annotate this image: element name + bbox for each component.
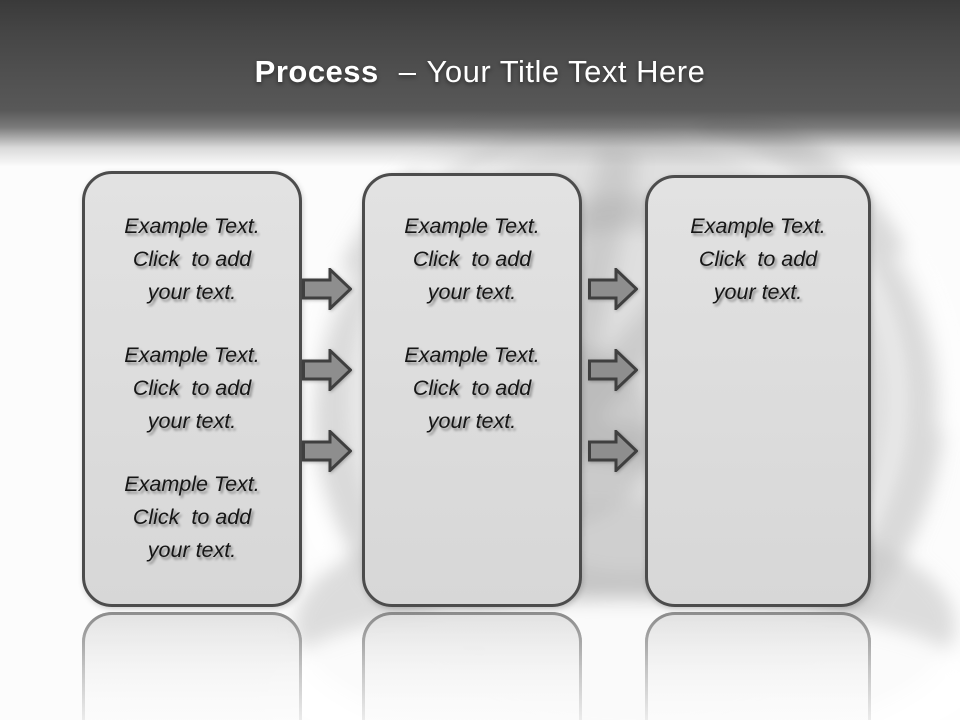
box-content: Example Text. Click to add your text. Ex… [365,176,579,438]
example-text-line: Click to add [132,505,252,529]
example-text-line: Example Text. [690,214,826,238]
example-text-line: Example Text. [404,343,540,367]
title-rest: Your Title Text Here [426,54,706,89]
box-content: Example Text. Click to add your text. [648,178,868,309]
text-placeholder[interactable]: Example Text. Click to add your text. [648,210,868,309]
example-text-line: Click to add [132,376,252,400]
example-text-line: Click to add [698,247,818,271]
example-text-line: Example Text. [124,343,260,367]
example-text-line: your text. [427,409,517,433]
header-band: Process – Your Title Text Here [0,0,960,172]
example-text-line: Example Text. [124,214,260,238]
title-emphasis: Process [254,54,379,89]
text-placeholder[interactable]: Example Text. Click to add your text. [365,339,579,438]
example-text-line: your text. [427,280,517,304]
box-reflection [82,612,302,720]
right-arrow-icon [302,430,352,472]
text-placeholder[interactable]: Example Text. Click to add your text. [85,210,299,309]
example-text-line: Click to add [412,247,532,271]
process-box-step-1[interactable]: Example Text. Click to add your text. Ex… [82,171,302,607]
text-placeholder[interactable]: Example Text. Click to add your text. [85,339,299,438]
page-title: Process – Your Title Text Here [0,54,960,90]
right-arrow-icon [302,349,352,391]
example-text-line: your text. [713,280,803,304]
box-content: Example Text. Click to add your text. Ex… [85,174,299,567]
example-text-line: Click to add [132,247,252,271]
example-text-line: your text. [147,409,237,433]
example-text-line: Example Text. [124,472,260,496]
box-reflection [645,612,871,720]
text-placeholder[interactable]: Example Text. Click to add your text. [85,468,299,567]
process-box-step-3[interactable]: Example Text. Click to add your text. [645,175,871,607]
right-arrow-icon [302,268,352,310]
example-text-line: your text. [147,280,237,304]
title-separator: – [398,54,417,89]
box-reflection [362,612,582,720]
process-box-step-2[interactable]: Example Text. Click to add your text. Ex… [362,173,582,607]
example-text-line: Example Text. [404,214,540,238]
right-arrow-icon [588,349,638,391]
right-arrow-icon [588,430,638,472]
text-placeholder[interactable]: Example Text. Click to add your text. [365,210,579,309]
example-text-line: Click to add [412,376,532,400]
right-arrow-icon [588,268,638,310]
example-text-line: your text. [147,538,237,562]
